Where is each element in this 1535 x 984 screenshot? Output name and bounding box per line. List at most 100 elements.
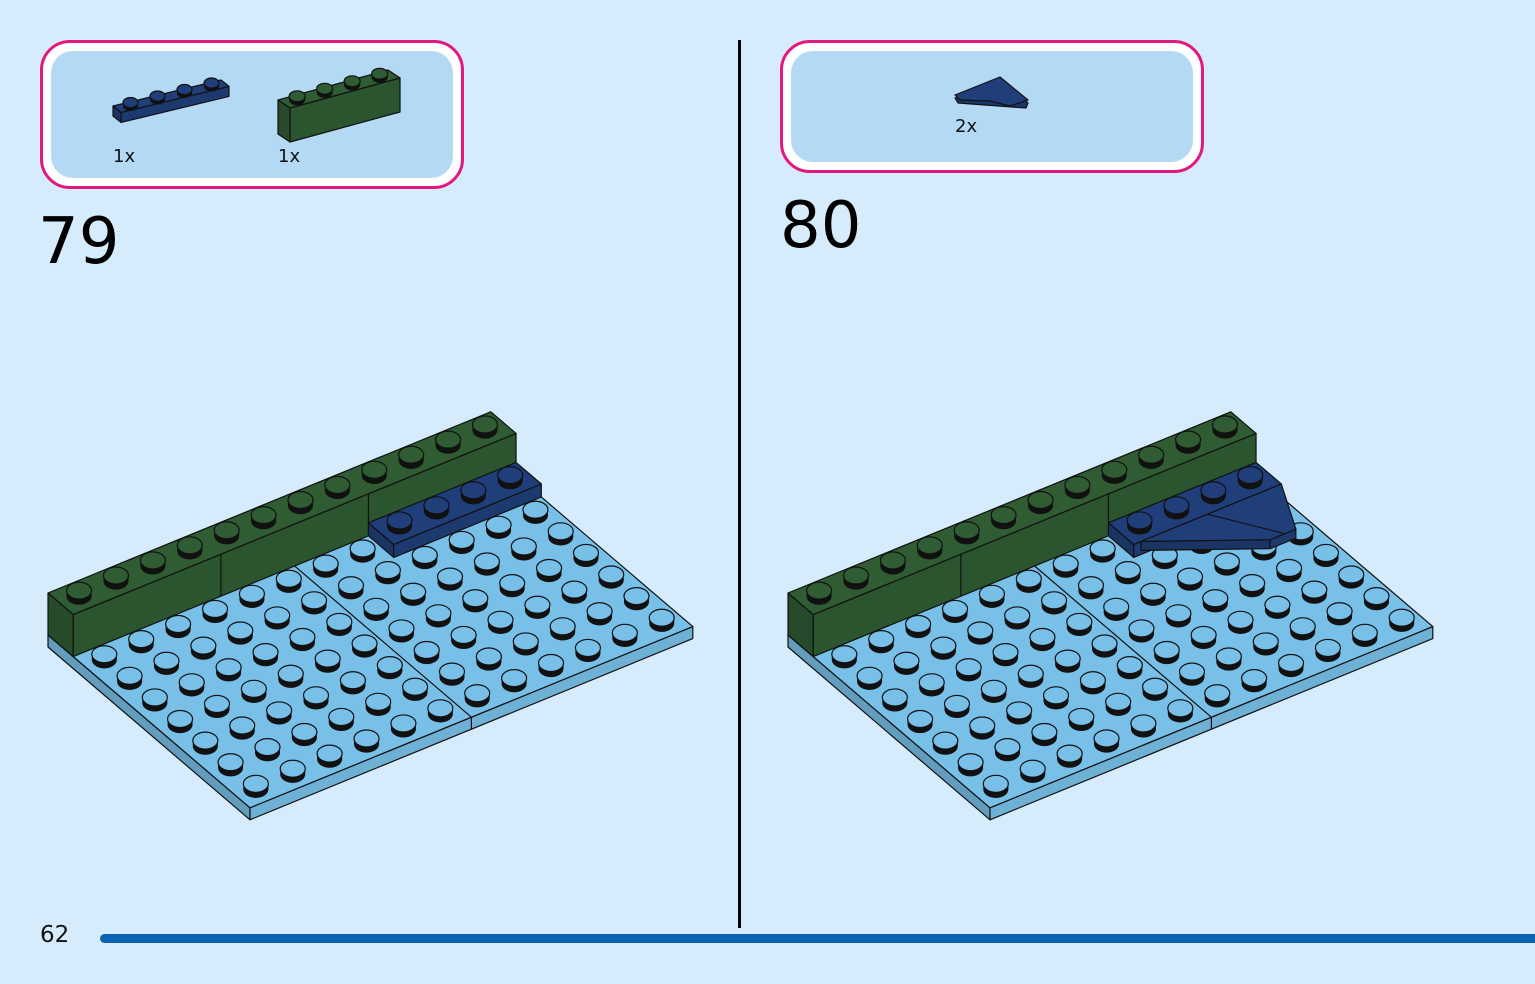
wedge-top	[954, 76, 1029, 107]
stud	[1237, 466, 1264, 490]
stud	[203, 694, 231, 719]
stud-top	[149, 90, 166, 102]
stud	[1040, 591, 1068, 615]
stud	[165, 614, 192, 639]
stud-top	[1064, 475, 1091, 495]
step-number: 80	[780, 189, 862, 263]
stud-top	[203, 77, 220, 89]
stud	[291, 722, 318, 747]
stud-top	[176, 536, 203, 555]
stud	[411, 545, 438, 570]
stud	[266, 701, 293, 725]
stud-top	[1153, 640, 1180, 660]
stud-top	[353, 729, 380, 748]
stud	[1252, 632, 1279, 656]
stud-top	[1211, 415, 1239, 434]
stud	[918, 673, 945, 697]
stud-top	[153, 651, 180, 670]
stud	[1068, 707, 1095, 732]
stud-top	[240, 679, 267, 698]
stud-top	[275, 569, 302, 588]
stud	[289, 627, 316, 652]
stud-top	[337, 576, 365, 595]
stud	[376, 656, 403, 680]
stud-top	[941, 599, 969, 619]
stud	[275, 569, 302, 593]
stud	[1105, 692, 1132, 716]
stud	[1190, 625, 1217, 650]
stud-top	[1312, 543, 1340, 563]
stud	[1174, 430, 1202, 454]
stud-top	[1029, 627, 1056, 647]
stud	[139, 551, 166, 575]
stud-top	[436, 567, 464, 586]
stud-top	[957, 753, 984, 772]
step-80-parts-box	[780, 40, 1204, 173]
stud-top	[324, 475, 351, 495]
parts-box-fill	[791, 51, 1193, 162]
stud-top	[279, 759, 306, 778]
stud-top	[1351, 623, 1378, 642]
stud	[434, 430, 462, 454]
stud-top	[178, 673, 205, 692]
stud-top	[102, 566, 130, 585]
stud-top	[1200, 481, 1227, 500]
stud-top	[390, 714, 417, 733]
stud	[1054, 649, 1081, 673]
stud-top	[1178, 662, 1206, 681]
stud-top	[1165, 604, 1192, 623]
stud	[856, 666, 883, 690]
stud	[65, 581, 93, 605]
stud-top	[339, 671, 367, 690]
stud	[1093, 729, 1120, 753]
stud	[1178, 662, 1206, 686]
stud	[1204, 684, 1231, 708]
stud	[623, 587, 650, 611]
stud	[978, 584, 1006, 608]
stud	[487, 610, 514, 634]
stud-top	[376, 656, 403, 675]
stud-top	[1176, 567, 1204, 586]
stud	[881, 688, 908, 712]
stud-top	[1066, 612, 1093, 632]
stud	[1312, 543, 1340, 568]
stud	[460, 481, 487, 505]
stud	[1176, 567, 1204, 591]
stud-top	[510, 537, 537, 556]
stud	[401, 677, 429, 701]
stud-top	[1138, 445, 1165, 464]
stud-top	[1130, 714, 1157, 733]
stud	[510, 537, 537, 561]
stud-top	[893, 651, 920, 670]
stud	[549, 617, 576, 641]
step-80-model	[787, 411, 1434, 821]
stud-top	[842, 566, 870, 585]
stud	[471, 415, 499, 439]
stud-top	[574, 638, 602, 658]
stud	[953, 521, 980, 545]
stud	[512, 632, 539, 656]
stud	[1140, 582, 1167, 606]
stud	[1103, 597, 1130, 621]
stud	[390, 714, 417, 738]
stud-top	[238, 584, 266, 603]
stud	[1029, 627, 1056, 652]
stud-top	[980, 679, 1007, 698]
stud-top	[141, 688, 168, 707]
stud	[524, 595, 551, 619]
stud	[116, 666, 143, 690]
stud-top	[462, 589, 489, 608]
stud	[300, 591, 328, 615]
stud	[288, 90, 306, 106]
stud-top	[1363, 587, 1390, 606]
stud-top	[943, 694, 971, 714]
stud	[485, 515, 512, 539]
stud-top	[1101, 460, 1128, 479]
stud-top	[165, 614, 192, 634]
stud-top	[203, 694, 231, 714]
stud-top	[994, 738, 1021, 757]
stud	[1289, 617, 1316, 641]
stud-top	[501, 669, 528, 688]
stud-top	[1174, 430, 1202, 449]
stud-top	[213, 521, 240, 540]
